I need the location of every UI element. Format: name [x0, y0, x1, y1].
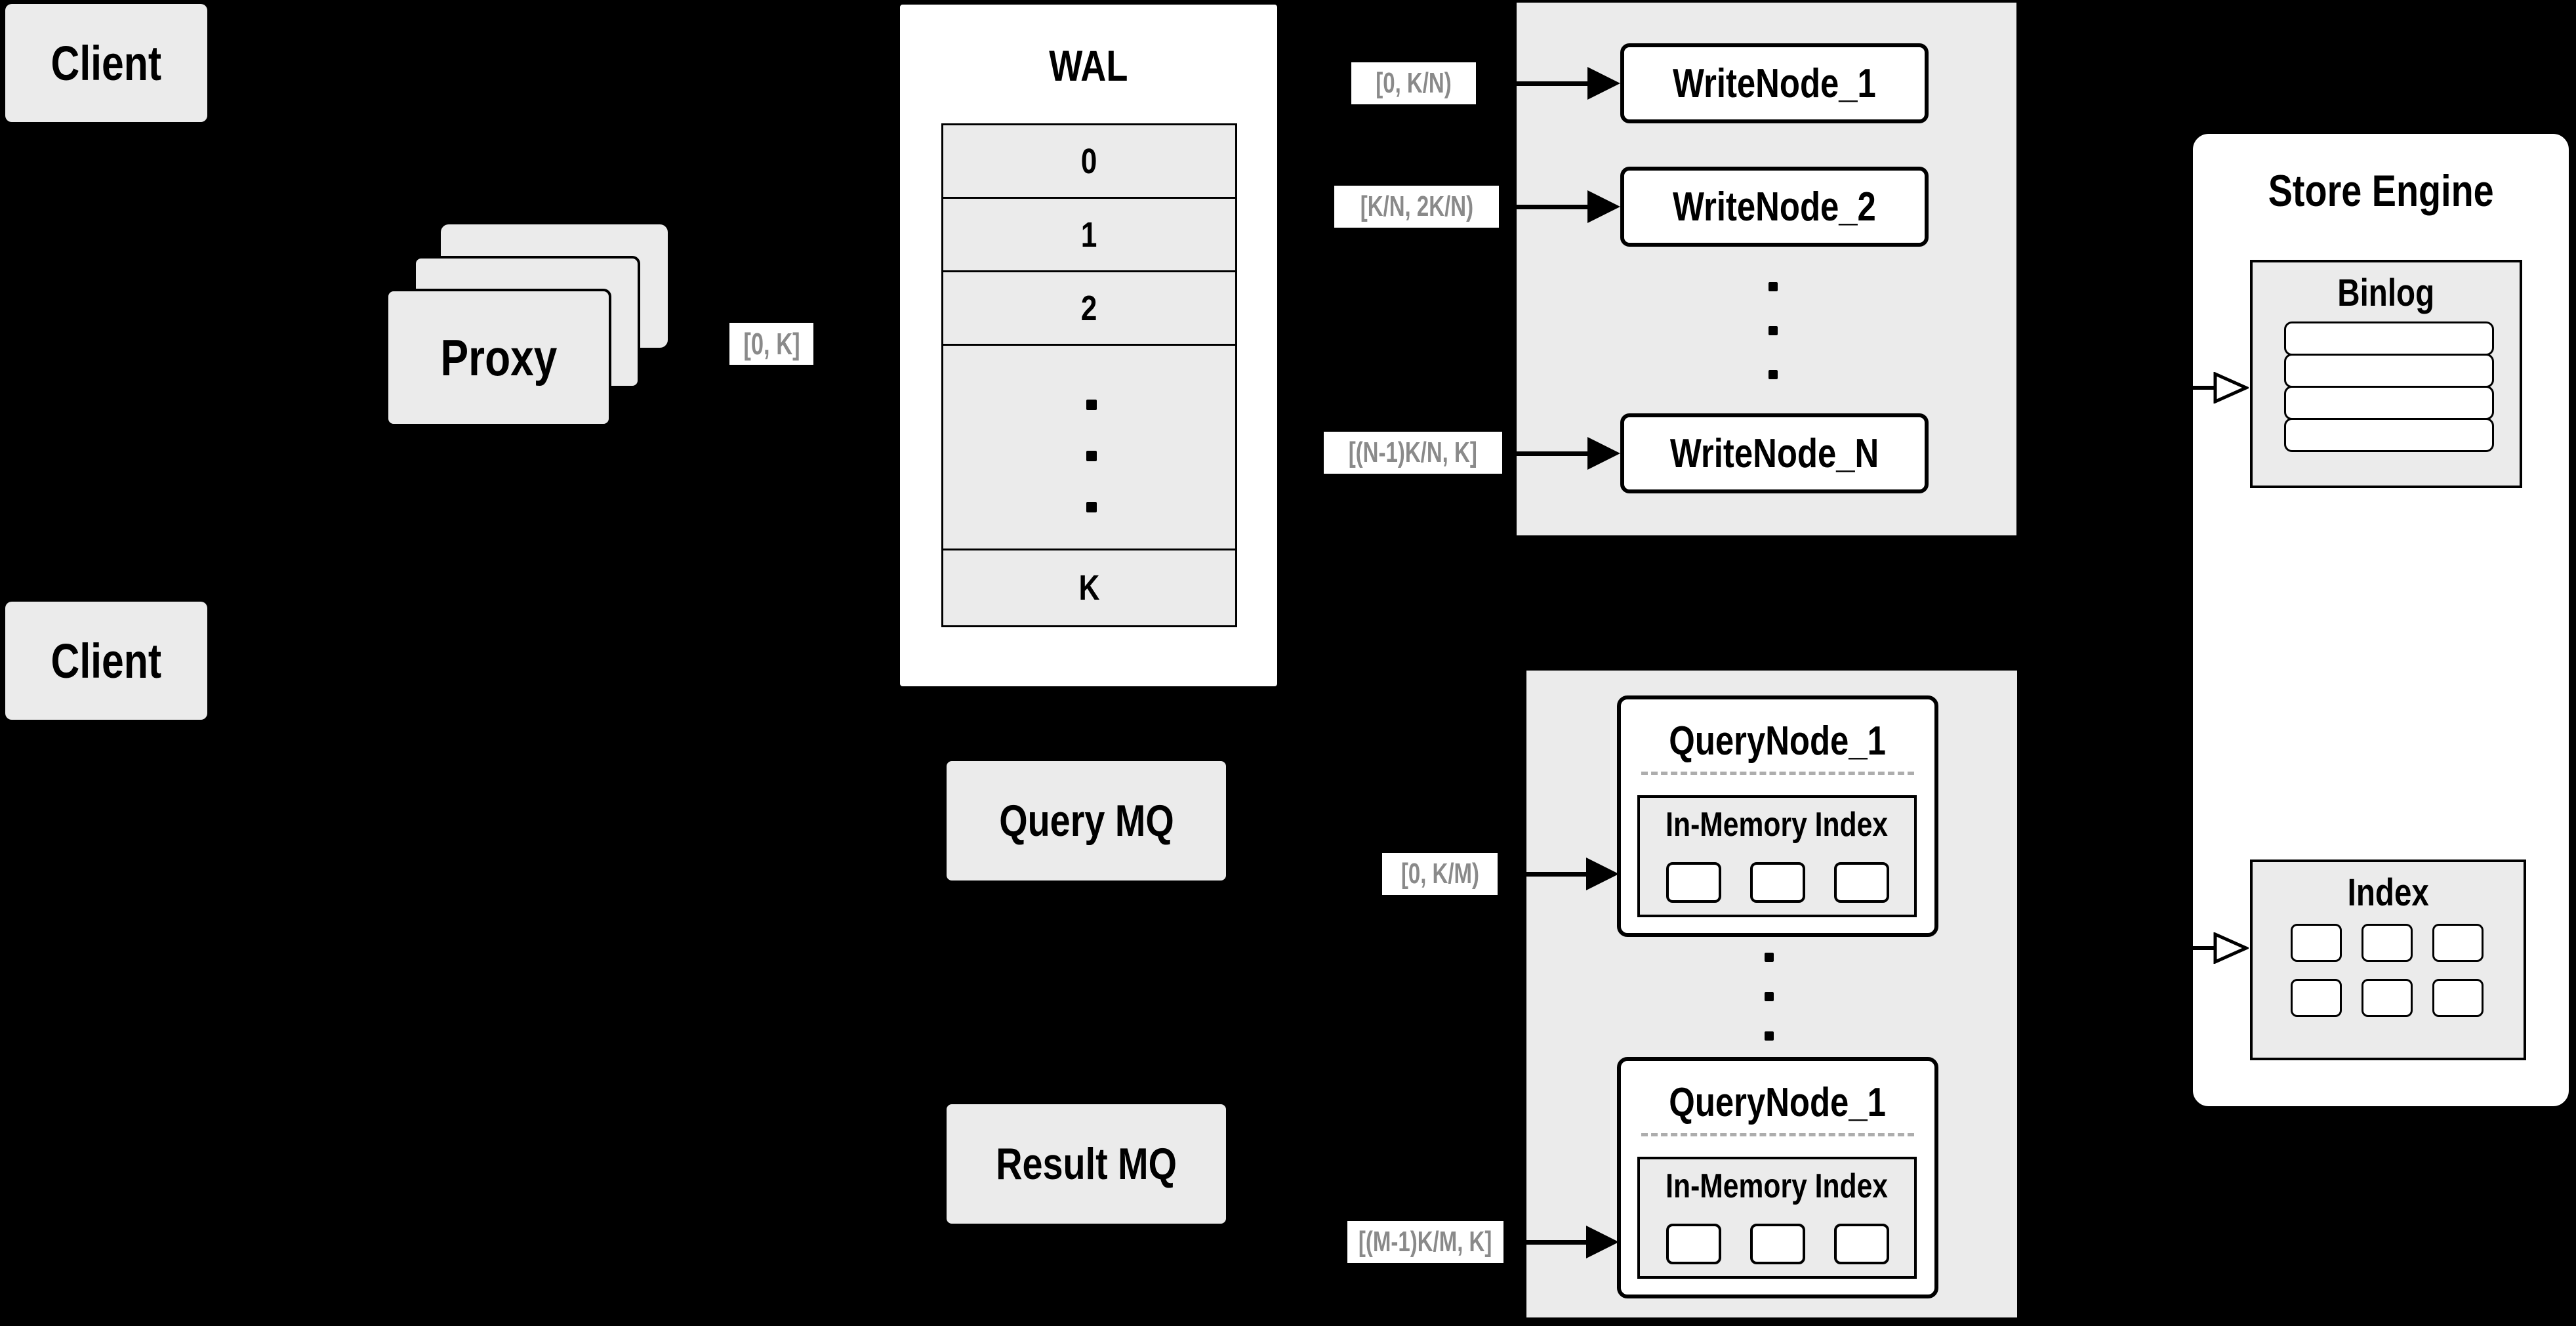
wal-cell-1: 1 [941, 197, 1237, 272]
wal-cell-k: K [941, 549, 1237, 627]
wal-cell-ellipsis [941, 344, 1237, 550]
index-cell [2432, 979, 2484, 1017]
arrow-head [1587, 437, 1620, 470]
query-mq-box: Query MQ [947, 761, 1226, 881]
open-arrow-head [2213, 932, 2249, 964]
index-cell [2361, 924, 2413, 962]
query-node-2-title: QueryNode_1 [1669, 1079, 1887, 1125]
index-cell [2432, 924, 2484, 962]
arrow-line [1499, 205, 1589, 209]
client-bottom-label: Client [51, 633, 162, 688]
segment-cell [1750, 862, 1805, 903]
vertical-ellipsis [1768, 326, 1778, 335]
vertical-ellipsis [1086, 451, 1097, 461]
store-engine-title: Store Engine [2268, 166, 2494, 216]
write-node-n-box: WriteNode_N [1620, 413, 1929, 493]
dashed-divider [1641, 772, 1914, 775]
vertical-ellipsis [1768, 370, 1778, 379]
index-cell [2291, 979, 2342, 1017]
proxy-box: Proxy [386, 289, 611, 426]
binlog-row [2284, 386, 2494, 420]
arrow-line [2192, 946, 2218, 950]
binlog-title: Binlog [2337, 271, 2435, 314]
write-node-2-box: WriteNode_2 [1620, 167, 1929, 247]
in-memory-index-1-title: In-Memory Index [1666, 806, 1889, 844]
vertical-ellipsis [1765, 992, 1774, 1001]
segment-cell [1666, 1224, 1721, 1264]
proxy-label: Proxy [440, 328, 557, 386]
vertical-ellipsis [1086, 502, 1097, 512]
wal-cell-2: 2 [941, 270, 1237, 346]
binlog-row [2284, 354, 2494, 388]
binlog-row [2284, 321, 2494, 356]
query-range-1-label: [0, K/M) [1382, 853, 1498, 895]
write-range-n-label: [(N-1)K/N, K] [1324, 432, 1502, 474]
segment-cell [1750, 1224, 1805, 1264]
arrow-line [1503, 1240, 1589, 1245]
result-mq-box: Result MQ [947, 1104, 1226, 1224]
binlog-row [2284, 418, 2494, 452]
arrow-head [1586, 858, 1619, 890]
arrow-head [1586, 1226, 1619, 1258]
write-range-1-label: [0, K/N) [1351, 62, 1476, 104]
client-bottom-box: Client [5, 602, 207, 720]
proxy-range-label: [0, K] [729, 323, 813, 365]
wal-cell-0: 0 [941, 123, 1237, 199]
vertical-ellipsis [1765, 953, 1774, 962]
client-top-label: Client [51, 35, 162, 91]
in-memory-index-2-title: In-Memory Index [1666, 1167, 1889, 1205]
query-range-m-label: [(M-1)K/M, K] [1347, 1221, 1503, 1263]
vertical-ellipsis [1765, 1031, 1774, 1041]
arrow-line [1502, 451, 1589, 456]
vertical-ellipsis [1086, 400, 1097, 410]
dashed-divider [1641, 1133, 1914, 1136]
arrow-head [1587, 67, 1620, 100]
vertical-ellipsis [1768, 282, 1778, 291]
segment-cell [1666, 862, 1721, 903]
query-node-1-title: QueryNode_1 [1669, 718, 1887, 764]
open-arrow-head [2213, 372, 2249, 404]
index-cell [2361, 979, 2413, 1017]
write-range-2-label: [K/N, 2K/N) [1334, 186, 1499, 228]
arrow-head [1587, 190, 1620, 223]
index-cell [2291, 924, 2342, 962]
client-top-box: Client [5, 4, 207, 122]
wal-title: WAL [1049, 41, 1128, 90]
index-title: Index [2347, 871, 2429, 914]
arrow-line [2192, 386, 2218, 390]
arrow-line [1498, 872, 1589, 877]
write-node-1-box: WriteNode_1 [1620, 43, 1929, 123]
segment-cell [1834, 1224, 1889, 1264]
segment-cell [1834, 862, 1889, 903]
arrow-line [1476, 81, 1589, 86]
